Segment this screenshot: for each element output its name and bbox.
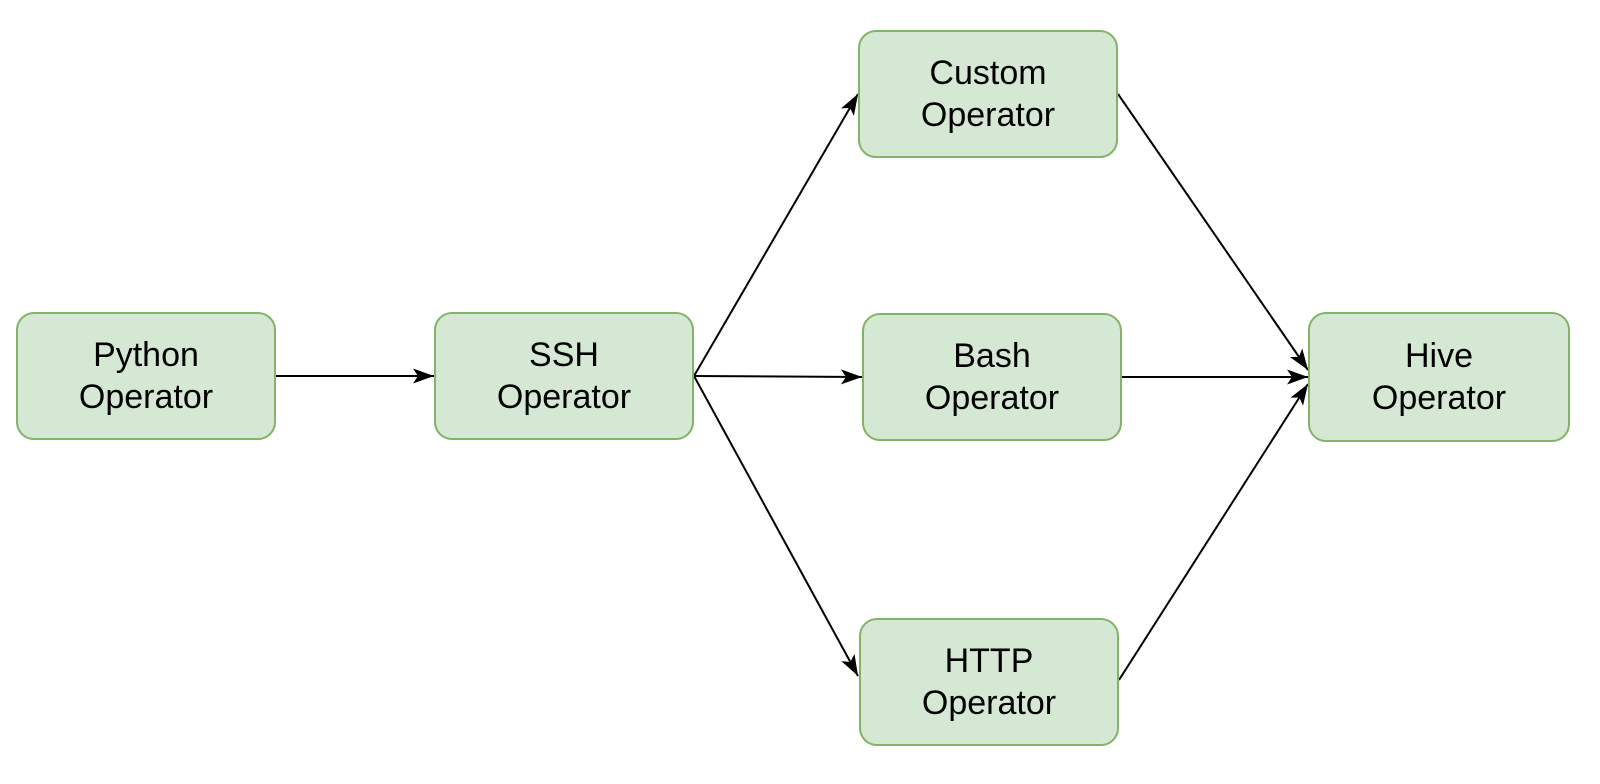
node-bash-operator[interactable]: Bash Operator: [862, 313, 1122, 441]
node-http-operator[interactable]: HTTP Operator: [859, 618, 1119, 746]
node-custom-operator[interactable]: Custom Operator: [858, 30, 1118, 158]
edge-ssh-to-http: [693, 375, 859, 677]
edge-custom-to-hive: [1117, 93, 1309, 371]
node-python-operator[interactable]: Python Operator: [16, 312, 276, 440]
node-python-operator-label: Python Operator: [78, 335, 214, 416]
node-bash-operator-label: Bash Operator: [924, 336, 1060, 417]
node-hive-operator-label: Hive Operator: [1371, 336, 1507, 417]
node-http-operator-label: HTTP Operator: [921, 641, 1057, 722]
node-hive-operator[interactable]: Hive Operator: [1308, 312, 1570, 442]
node-ssh-operator-label: SSH Operator: [496, 335, 632, 416]
node-ssh-operator[interactable]: SSH Operator: [434, 312, 694, 440]
edge-http-to-hive: [1118, 383, 1309, 681]
edge-ssh-to-bash: [693, 369, 863, 385]
edge-ssh-to-custom: [693, 93, 859, 377]
node-custom-operator-label: Custom Operator: [920, 53, 1056, 134]
